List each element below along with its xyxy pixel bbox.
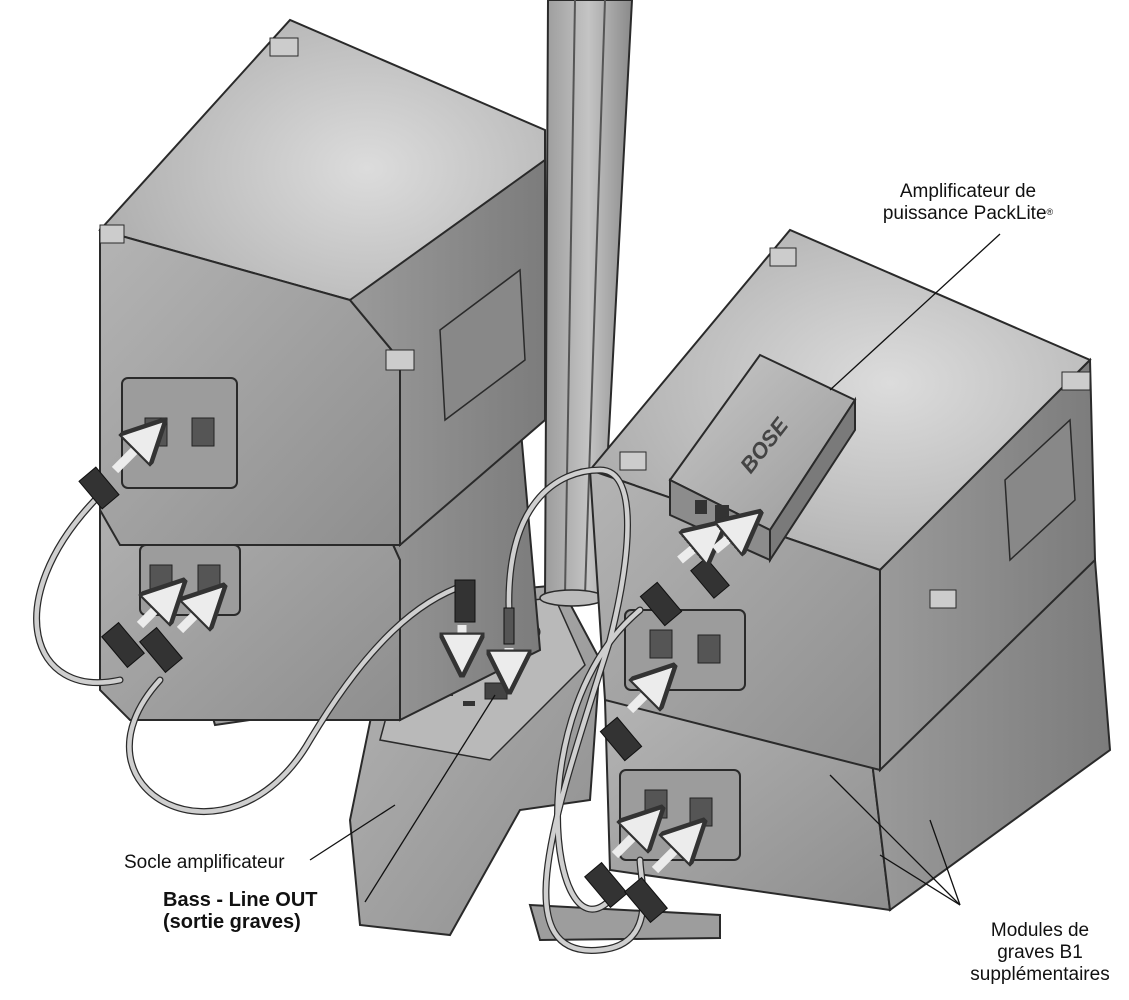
bass-line-out-label: Bass - Line OUT (sortie graves) [163, 889, 317, 933]
packlite-amplifier-label: Amplificateur de puissance PackLite® [868, 181, 1068, 225]
packlite-label-line2: puissance PackLite® [868, 203, 1068, 225]
packlite-label-line1: Amplificateur de [899, 181, 1037, 202]
leader-lines [309, 233, 1001, 906]
modules-label-line1: Modules de [990, 920, 1090, 941]
b1-modules-label: Modules de graves B1 supplémentaires [955, 920, 1125, 986]
insertion-arrows [111, 435, 745, 874]
bass-line-out-jack [484, 682, 508, 700]
registered-mark: ® [1046, 207, 1054, 217]
bass-label-line1: Bass - Line OUT [163, 889, 318, 911]
packlite-label-name: puissance PackLite [882, 203, 1047, 224]
xlr-connectors [78, 466, 730, 924]
bass-label-line2: (sortie graves) [163, 911, 301, 933]
modules-label-line2: graves B1 [997, 942, 1083, 963]
modules-label-line3: supplémentaires [970, 964, 1110, 985]
cables [33, 466, 647, 954]
socle-amplificateur-label: Socle amplificateur [124, 852, 285, 873]
left-bass-module-top [98, 18, 546, 548]
